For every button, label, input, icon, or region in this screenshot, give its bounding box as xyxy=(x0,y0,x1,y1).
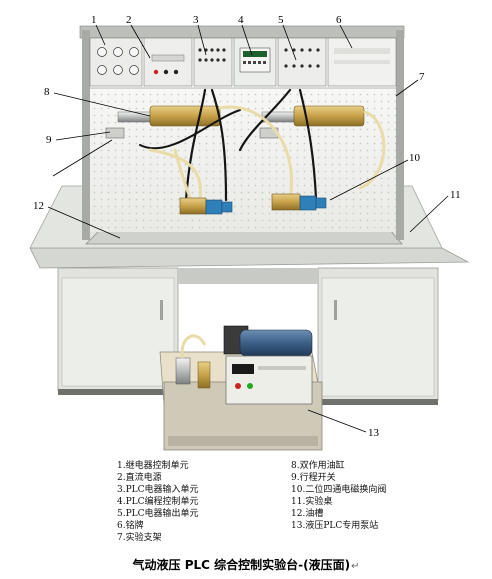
callout-2: 2 xyxy=(126,14,132,26)
figure-caption: 气动液压 PLC 综合控制实验台-(液压面)↵ xyxy=(0,556,492,573)
legend-item: 8.双作用油缸 xyxy=(291,461,345,471)
dc-power-supply xyxy=(143,37,193,87)
legend-item: 3.PLC电器输入单元 xyxy=(117,485,199,495)
test-bench-illustration xyxy=(29,24,470,451)
legend-item: 6.铭牌 xyxy=(117,521,144,531)
legend-item: 13.液压PLC专用泵站 xyxy=(291,521,379,531)
callout-10: 10 xyxy=(409,152,420,164)
hoses xyxy=(139,88,386,202)
callout-4: 4 xyxy=(238,14,244,26)
callout-13: 13 xyxy=(368,427,379,439)
paragraph-mark-icon: ↵ xyxy=(351,561,360,572)
callout-12: 12 xyxy=(33,200,44,212)
callout-1: 1 xyxy=(91,14,97,26)
solenoid-valves xyxy=(179,193,327,215)
legend-item: 1.继电器控制单元 xyxy=(117,461,189,471)
legend-item: 5.PLC电器输出单元 xyxy=(117,509,199,519)
callout-8: 8 xyxy=(44,86,50,98)
callout-5: 5 xyxy=(278,14,284,26)
legend-item: 9.行程开关 xyxy=(291,473,336,483)
hydraulic-pump-station xyxy=(159,325,323,451)
oil-tray xyxy=(85,229,403,245)
legend-item: 4.PLC编程控制单元 xyxy=(117,497,199,507)
plc-output-unit xyxy=(277,37,327,87)
legend-item: 7.实验支架 xyxy=(117,533,162,543)
caption-text: 气动液压 PLC 综合控制实验台-(液压面) xyxy=(132,558,351,572)
legend-item: 10.二位四通电磁换向阀 xyxy=(291,485,387,495)
relay-control-unit xyxy=(89,37,143,87)
legend-item: 11.实验桌 xyxy=(291,497,333,507)
control-modules xyxy=(89,37,397,87)
callout-9: 9 xyxy=(46,134,52,146)
plc-input-unit xyxy=(193,37,233,87)
leader-lines xyxy=(47,24,449,433)
callout-7: 7 xyxy=(419,71,425,83)
legend-item: 12.油槽 xyxy=(291,509,324,519)
callout-3: 3 xyxy=(193,14,199,26)
callout-6: 6 xyxy=(336,14,342,26)
callout-11: 11 xyxy=(450,189,461,201)
double-acting-cylinders xyxy=(117,105,365,127)
legend-item: 2.直流电源 xyxy=(117,473,162,483)
